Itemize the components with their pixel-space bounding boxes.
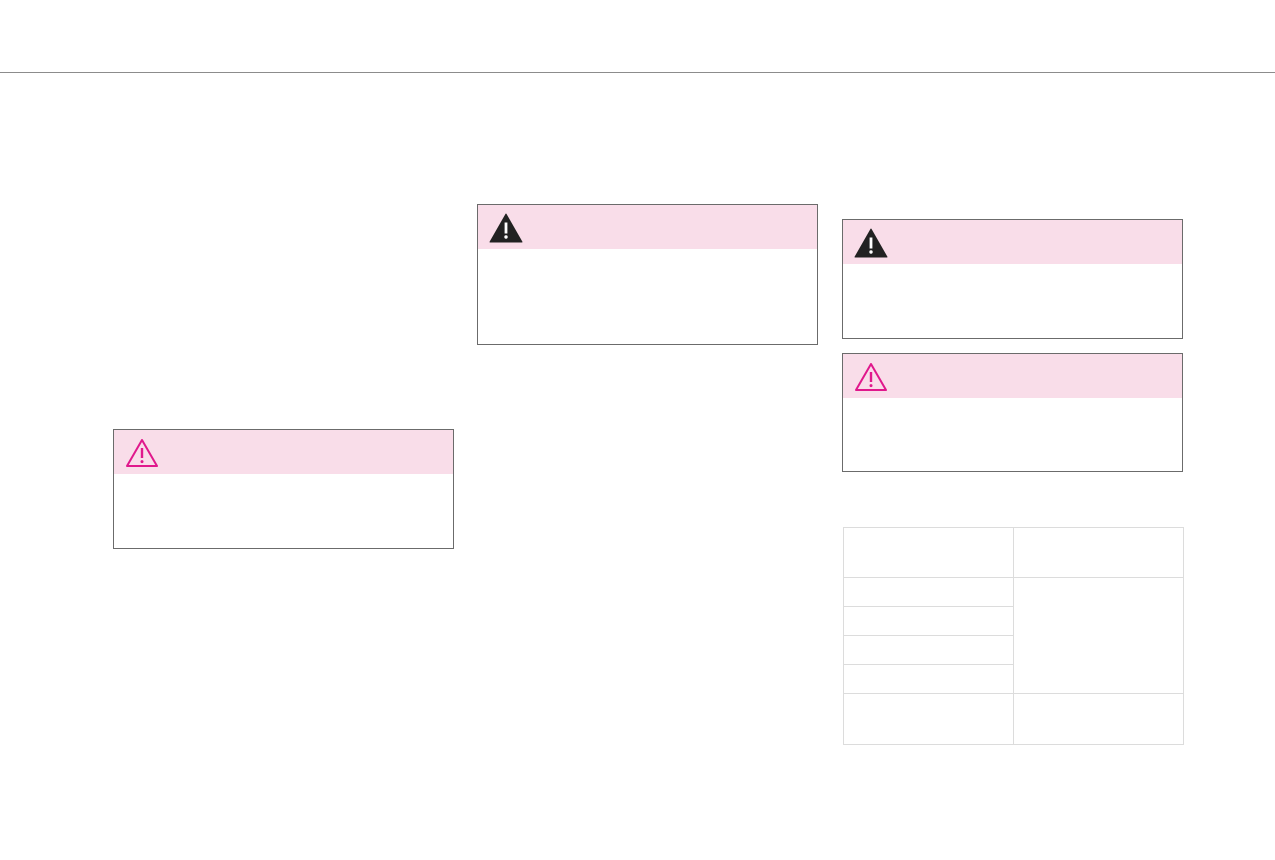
notice-header: [114, 430, 453, 474]
notice-header: [843, 354, 1182, 398]
spec-table: [843, 527, 1184, 745]
table-cell: [843, 635, 1014, 665]
warning-filled-icon: [489, 213, 523, 243]
table-cell-merged: [1013, 577, 1184, 694]
table-header-cell: [843, 527, 1014, 578]
table-row: [843, 664, 1184, 694]
warning-notice-left: [113, 429, 454, 549]
table-cell: [843, 577, 1014, 607]
table-row: [843, 577, 1184, 694]
table-row: [843, 693, 1184, 745]
table-header-cell: [1013, 527, 1184, 578]
warning-outline-icon: [126, 439, 158, 467]
danger-notice-right: [842, 219, 1183, 339]
table-header-row: [843, 527, 1184, 578]
header-rule: [0, 72, 1275, 73]
danger-notice-middle: [477, 204, 818, 345]
table-cell: [1013, 693, 1184, 745]
warning-outline-icon: [855, 363, 887, 391]
notice-header: [843, 220, 1182, 264]
table-cell: [843, 664, 1014, 694]
notice-header: [478, 205, 817, 249]
table-cell: [843, 606, 1014, 636]
warning-notice-right: [842, 353, 1183, 472]
warning-filled-icon: [854, 228, 888, 258]
table-cell: [843, 693, 1014, 745]
table-row: [843, 606, 1184, 636]
